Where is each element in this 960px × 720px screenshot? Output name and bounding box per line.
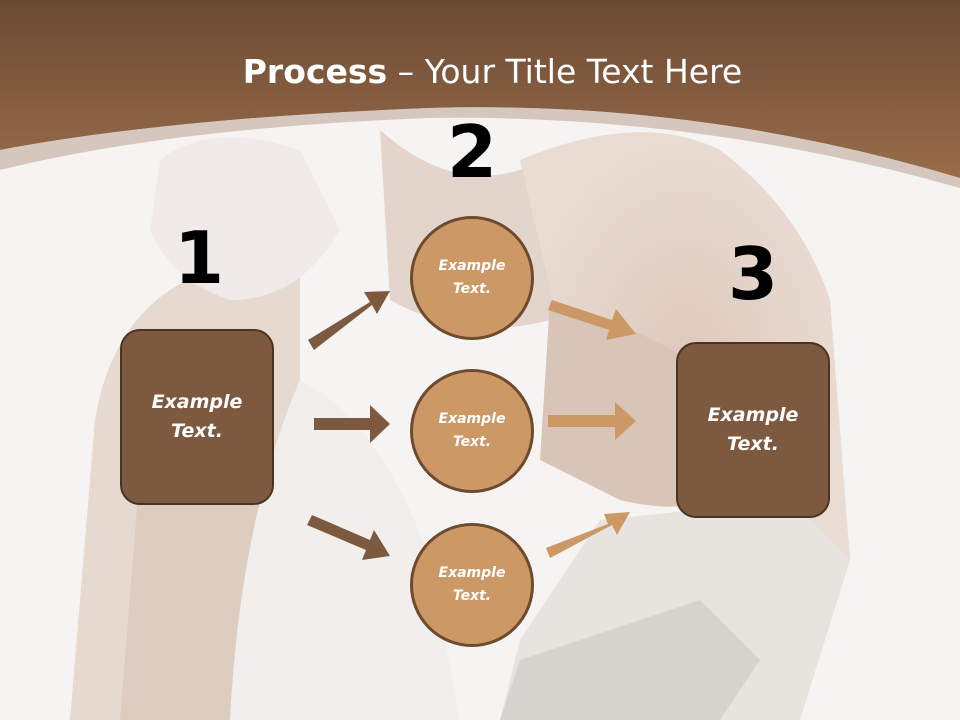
box-step-3: Example Text. xyxy=(676,342,830,518)
circle-middle-line1: Example xyxy=(438,411,506,427)
arrow-up-right-1 xyxy=(308,291,390,350)
arrow-up-right-2 xyxy=(546,512,630,558)
circle-bottom-line1: Example xyxy=(438,565,506,581)
title-bold: Process xyxy=(242,52,388,91)
arrow-down-right-1 xyxy=(307,515,390,560)
box-step-1-line1: Example xyxy=(151,391,243,413)
step-number-3: 3 xyxy=(727,232,779,316)
slide-title: Process – Your Title Text Here xyxy=(0,52,960,91)
box-step-3-line2: Text. xyxy=(727,433,779,455)
circle-middle-line2: Text. xyxy=(452,434,492,450)
circle-step-2-top: Example Text. xyxy=(410,216,534,340)
box-step-1: Example Text. xyxy=(120,329,274,505)
circle-top-line1: Example xyxy=(438,258,506,274)
title-rest: – Your Title Text Here xyxy=(387,52,743,91)
step-number-2: 2 xyxy=(446,110,498,194)
box-step-3-line1: Example xyxy=(707,404,799,426)
circle-step-2-bottom: Example Text. xyxy=(410,523,534,647)
circle-bottom-line2: Text. xyxy=(452,588,492,604)
step-number-1: 1 xyxy=(173,216,225,300)
arrow-right-1 xyxy=(314,405,390,443)
circle-step-2-middle: Example Text. xyxy=(410,369,534,493)
arrow-right-2 xyxy=(548,402,636,440)
box-step-1-line2: Text. xyxy=(171,420,223,442)
arrow-down-right-2 xyxy=(548,300,636,340)
circle-top-line2: Text. xyxy=(452,281,492,297)
